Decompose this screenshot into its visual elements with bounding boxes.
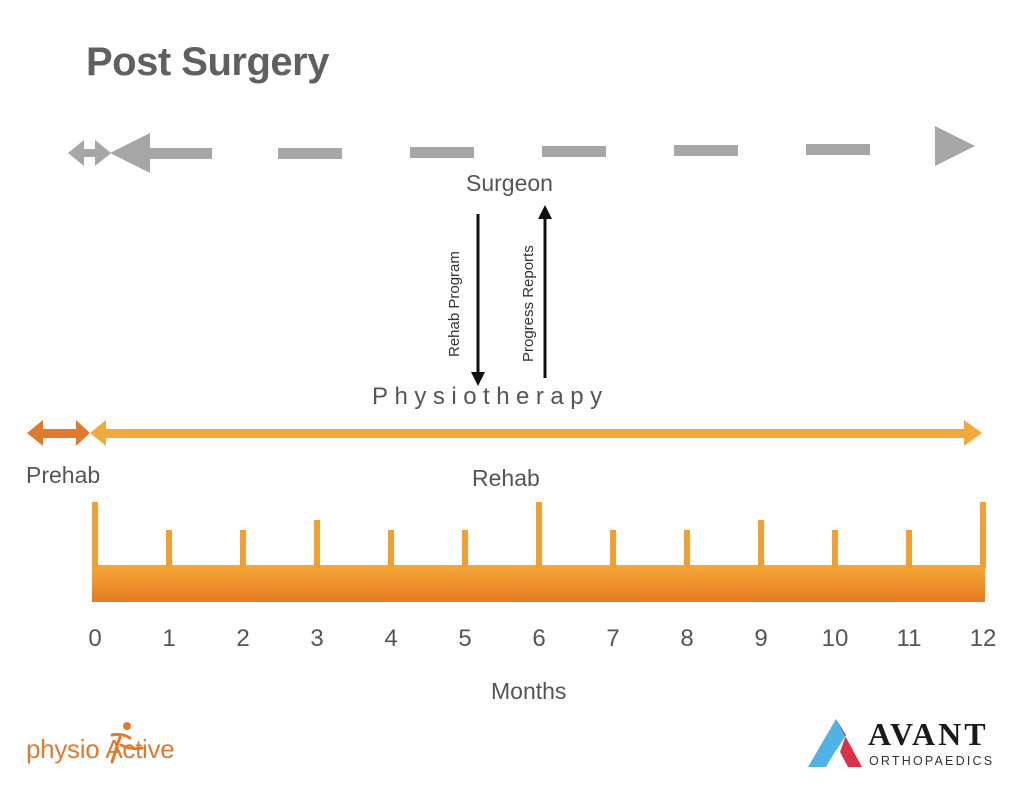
avant-logo: AVANT ORTHOPAEDICS (806, 716, 996, 772)
physioactive-logo-a: A (105, 734, 123, 764)
ruler-tick (758, 520, 764, 568)
physioactive-logo-text-right: ctive (122, 734, 175, 764)
avant-logo-mark (808, 719, 862, 767)
physiotherapy-label: Physiotherapy (372, 383, 609, 410)
ruler-tick (166, 530, 172, 568)
dash-segment (148, 148, 212, 159)
month-tick-label: 3 (310, 625, 324, 652)
month-tick-label: 9 (754, 625, 768, 652)
dash-segment (410, 147, 474, 158)
prehab-label: Prehab (26, 462, 101, 488)
physioactive-logo-text-left: physio (26, 734, 100, 764)
page-title: Post Surgery (86, 40, 329, 84)
month-tick-label: 10 (821, 625, 849, 652)
dash-segment (278, 148, 342, 159)
avant-logo-name: AVANT (868, 716, 989, 752)
rehab-label: Rehab (472, 465, 540, 491)
month-tick-label: 0 (88, 625, 102, 652)
ruler-tick (980, 502, 986, 568)
ruler-tick (462, 530, 468, 568)
progress-reports-label: Progress Reports (520, 245, 537, 362)
right-arrowhead (935, 126, 975, 166)
avant-logo-subtitle: ORTHOPAEDICS (869, 754, 995, 768)
rehab-program-arrow (471, 214, 485, 386)
month-tick-label: 5 (458, 625, 472, 652)
ruler-tick (684, 530, 690, 568)
ruler-tick (240, 530, 246, 568)
dash-segment (674, 145, 738, 156)
large-left-arrowhead (110, 133, 150, 173)
surgeon-timeline-arrow (68, 126, 975, 173)
month-tick-label: 8 (680, 625, 694, 652)
month-tick-label: 4 (384, 625, 398, 652)
small-left-arrowhead (68, 140, 84, 166)
ruler-tick (536, 502, 542, 568)
ruler-tick (92, 502, 98, 568)
small-arrow-shaft (84, 149, 98, 157)
surgeon-label: Surgeon (466, 170, 553, 196)
small-right-arrowhead (95, 140, 111, 166)
month-tick-label: 11 (896, 625, 922, 652)
dash-segment (542, 146, 606, 157)
rehab-arrow (90, 420, 982, 446)
month-tick-label: 2 (236, 625, 250, 652)
ruler-tick (610, 530, 616, 568)
ruler-tick (832, 530, 838, 568)
month-tick-label: 1 (162, 625, 176, 652)
rehab-program-label: Rehab Program (446, 251, 463, 357)
months-ruler (92, 502, 986, 602)
ruler-tick (388, 530, 394, 568)
month-tick-label: 12 (969, 625, 997, 652)
progress-reports-arrow (538, 205, 552, 378)
months-axis-label: Months (491, 678, 567, 704)
month-tick-label: 7 (606, 625, 620, 652)
ruler-tick (906, 530, 912, 568)
ruler-tick (314, 520, 320, 568)
dash-segment (806, 144, 870, 155)
physioactive-figure-icon (110, 722, 144, 764)
month-tick-label: 6 (532, 625, 546, 652)
prehab-arrow (27, 420, 90, 446)
ruler-bar (92, 565, 985, 602)
